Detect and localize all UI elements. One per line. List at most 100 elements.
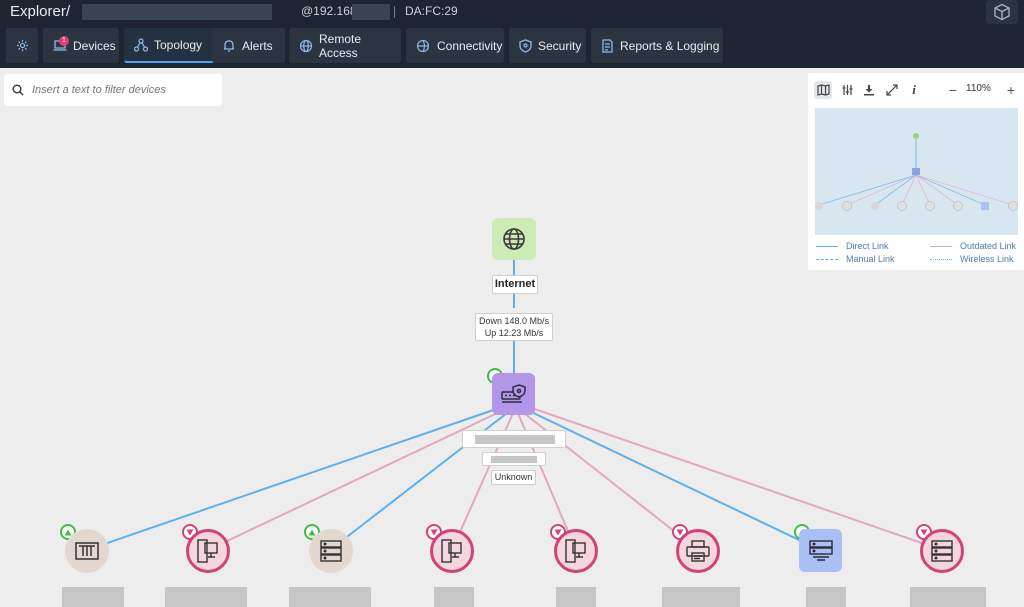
expand-button[interactable] [883, 81, 901, 99]
redacted-device-7-name [806, 587, 846, 607]
plus-icon: + [1006, 82, 1016, 98]
link-device-7 [522, 407, 821, 551]
download-button[interactable] [860, 81, 878, 99]
tab-alerts[interactable]: Alerts [212, 28, 285, 63]
device-5-node[interactable] [554, 529, 598, 573]
device-4-node[interactable] [430, 529, 474, 573]
triangle-down-icon [676, 529, 684, 535]
device-8-node[interactable] [920, 529, 964, 573]
device-filter[interactable] [4, 74, 222, 106]
router-status-label: Unknown [491, 470, 536, 485]
legend-direct: Direct Link [816, 241, 889, 251]
redacted-device-1-name [62, 587, 124, 607]
tab-topology[interactable]: Topology [124, 28, 215, 63]
shield-icon [519, 38, 532, 53]
internet-node[interactable] [492, 218, 536, 260]
wireless-link-swatch [930, 258, 952, 260]
outdated-link-swatch [930, 245, 952, 247]
page-title: Explorer [10, 3, 66, 20]
link-legend: Direct Link Outdated Link Manual Link Wi… [816, 241, 1022, 269]
tab-reports-logging-label: Reports & Logging [620, 38, 720, 53]
minimap-panel: i − 110% + [808, 73, 1024, 270]
triangle-up-icon [308, 529, 316, 535]
tab-devices[interactable]: 1 Devices [43, 28, 119, 63]
desktop-icon [565, 539, 586, 563]
device-ip: @192.168 [301, 4, 357, 18]
gear-icon [16, 39, 29, 52]
link-device-1 [86, 405, 506, 551]
direct-link-swatch [816, 245, 838, 247]
legend-wireless-label: Wireless Link [960, 254, 1014, 264]
minimap-graph [815, 133, 1018, 211]
zoom-out-button[interactable]: − [944, 81, 962, 99]
minimap-node [897, 201, 907, 211]
device-6-node[interactable] [676, 529, 720, 573]
redacted-device-5-name [556, 587, 596, 607]
minimap-toolbar: i − 110% + [814, 81, 1020, 99]
topology-links [86, 258, 943, 551]
tab-topology-label: Topology [154, 37, 203, 52]
legend-manual: Manual Link [816, 254, 895, 264]
redacted-device-3-name [289, 587, 371, 607]
minimap-node [842, 201, 852, 211]
router-name-box [462, 430, 566, 448]
device-mac: DA:FC:29 [405, 4, 458, 18]
triangle-down-icon [920, 529, 928, 535]
cube-button[interactable] [986, 0, 1018, 24]
tab-security[interactable]: Security [509, 28, 586, 63]
filter-input[interactable] [32, 84, 212, 96]
device-3-node[interactable] [309, 529, 353, 573]
globe-icon [503, 228, 525, 250]
tab-alerts-label: Alerts [242, 38, 273, 53]
upload-speed: Up 12.23 Mb/s [484, 328, 544, 338]
tab-reports-logging[interactable]: Reports & Logging [591, 28, 723, 63]
desktop-icon [441, 539, 462, 563]
desktop-icon [197, 539, 218, 563]
minimap-node [871, 202, 879, 210]
topology-canvas[interactable]: Internet Down 148.0 Mb/s Up 12.23 Mb/s U… [0, 68, 1024, 607]
minimap-node [815, 202, 823, 210]
minimap-node [953, 201, 963, 211]
zoom-in-button[interactable]: + [1002, 81, 1020, 99]
redacted-device-6-name [662, 587, 740, 607]
triangle-down-icon [430, 529, 438, 535]
router-node[interactable] [492, 373, 535, 415]
map-view-button[interactable] [814, 81, 832, 99]
triangle-down-icon [554, 529, 562, 535]
info-button[interactable]: i [905, 81, 923, 99]
sliders-icon [842, 85, 852, 95]
minimap-node [981, 202, 989, 210]
bandwidth-box: Down 148.0 Mb/s Up 12.23 Mb/s [475, 313, 553, 341]
filter-options-button[interactable] [838, 81, 856, 99]
cube-icon [994, 3, 1010, 21]
device-2-node[interactable] [186, 529, 230, 573]
legend-outdated: Outdated Link [930, 241, 1016, 251]
expand-icon [886, 84, 898, 96]
device-1-node[interactable] [65, 529, 109, 573]
zoom-level: 110% [966, 83, 991, 94]
bell-icon [224, 39, 234, 52]
tab-remote-access[interactable]: Remote Access [289, 28, 401, 63]
server-icon [808, 539, 833, 561]
download-icon [864, 85, 874, 96]
topology-icon [134, 37, 148, 52]
nas-icon [75, 542, 99, 560]
legend-direct-label: Direct Link [846, 241, 889, 251]
manual-link-swatch [816, 258, 838, 260]
search-icon [12, 84, 24, 96]
redacted-device-name [82, 4, 272, 20]
minimap-node [925, 201, 935, 211]
tab-connectivity[interactable]: Connectivity [406, 28, 504, 63]
legend-wireless: Wireless Link [930, 254, 1014, 264]
minimap-node [1008, 201, 1018, 211]
device-7-node[interactable] [799, 529, 842, 572]
link-device-2 [207, 407, 509, 551]
report-icon [602, 38, 613, 53]
server-icon [931, 540, 953, 562]
mac-separator: | [393, 4, 397, 18]
triangle-up-icon [64, 529, 72, 535]
info-icon: i [912, 82, 916, 97]
tab-settings[interactable] [6, 28, 38, 63]
minimap-view[interactable] [815, 108, 1018, 235]
link-device-8 [525, 405, 943, 551]
